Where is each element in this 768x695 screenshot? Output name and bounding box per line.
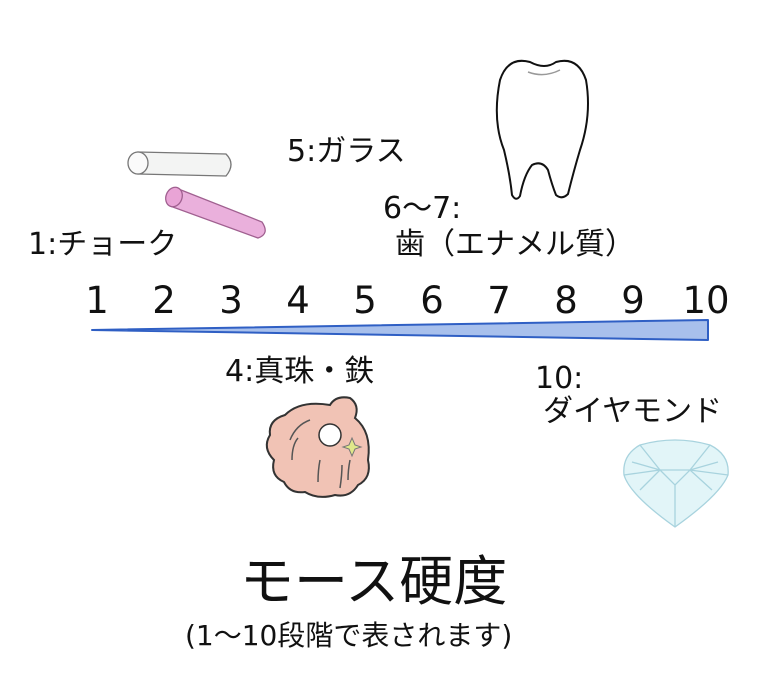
scale-number: 9 [621, 279, 645, 322]
label-diamond: ダイヤモンド [543, 394, 723, 429]
pink-chalk-icon [165, 186, 266, 239]
hardness-scale-wedge [91, 319, 709, 341]
scale-number: 5 [353, 279, 377, 322]
scale-number: 1 [85, 279, 109, 322]
diagram-title: モース硬度 [240, 550, 508, 613]
scale-number: 10 [682, 279, 730, 322]
label-chalk: 1:チョーク [28, 227, 178, 262]
label-glass: 5:ガラス [287, 134, 406, 169]
scale-number: 4 [286, 279, 310, 322]
pearl-shell-icon [265, 396, 370, 498]
label-tooth-range: 6〜7: [383, 191, 462, 226]
white-chalk-icon [127, 151, 232, 177]
scale-number: 8 [554, 279, 578, 322]
scale-number: 3 [219, 279, 243, 322]
tooth-icon [495, 59, 589, 200]
diagram-subtitle: (1〜10段階で表されます) [185, 619, 513, 652]
diamond-icon [623, 439, 729, 528]
scale-number: 6 [420, 279, 444, 322]
scale-number: 2 [152, 279, 176, 322]
scale-number: 7 [487, 279, 511, 322]
label-pearl-iron: 4:真珠・鉄 [225, 354, 375, 389]
label-tooth: 歯（エナメル質） [395, 227, 635, 262]
label-diamond-range: 10: [535, 361, 584, 396]
